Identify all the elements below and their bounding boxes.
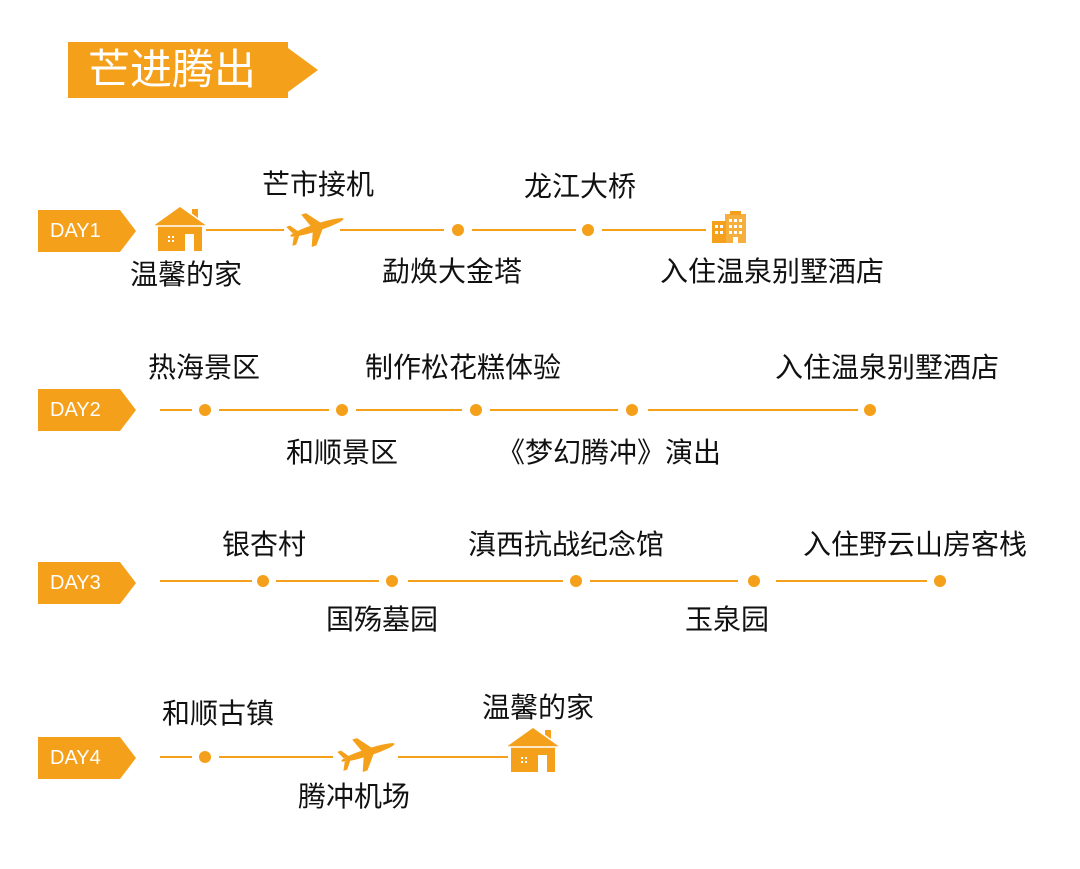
route-line — [340, 229, 444, 231]
route-line — [160, 409, 192, 411]
stop-label: 腾冲机场 — [298, 780, 411, 813]
route-line — [276, 580, 379, 582]
route-line — [408, 580, 563, 582]
stop-label: 入住温泉别墅酒店 — [660, 255, 885, 288]
stop-label: 勐焕大金塔 — [382, 255, 523, 288]
stop-label: 和顺景区 — [286, 436, 399, 469]
route-line — [472, 229, 576, 231]
route-line — [490, 409, 618, 411]
house-icon — [502, 726, 564, 772]
stop-label: 入住野云山房客栈 — [803, 528, 1028, 561]
route-line — [398, 756, 508, 758]
route-dot — [257, 575, 269, 587]
plane-icon — [335, 735, 397, 772]
route-line — [206, 229, 284, 231]
route-dot — [470, 404, 482, 416]
route-line — [219, 409, 329, 411]
route-line — [356, 409, 462, 411]
day-tag: DAY3 — [38, 562, 136, 604]
route-line — [160, 756, 192, 758]
route-dot — [626, 404, 638, 416]
stop-label: 入住温泉别墅酒店 — [775, 351, 1000, 384]
day-tag-label: DAY4 — [50, 747, 101, 769]
day-tag: DAY4 — [38, 737, 136, 779]
stop-label: 制作松花糕体验 — [365, 351, 562, 384]
house-icon — [149, 205, 211, 251]
day-tag-label: DAY1 — [50, 220, 101, 242]
route-line — [648, 409, 858, 411]
route-dot — [582, 224, 594, 236]
route-line — [776, 580, 927, 582]
day-tag: DAY2 — [38, 389, 136, 431]
plane-icon — [284, 210, 346, 247]
hotel-building-icon — [712, 211, 748, 243]
title-banner: 芒进腾出 — [68, 42, 318, 98]
stop-label: 温馨的家 — [130, 258, 243, 291]
route-dot — [386, 575, 398, 587]
itinerary-title: 芒进腾出 — [88, 45, 257, 94]
route-dot — [199, 751, 211, 763]
stop-label: 银杏村 — [222, 528, 307, 561]
day-tag: DAY1 — [38, 210, 136, 252]
route-dot — [864, 404, 876, 416]
stop-label: 芒市接机 — [262, 168, 375, 201]
route-dot — [336, 404, 348, 416]
route-dot — [570, 575, 582, 587]
route-line — [602, 229, 706, 231]
route-line — [160, 580, 252, 582]
route-dot — [452, 224, 464, 236]
route-line — [219, 756, 333, 758]
route-line — [590, 580, 738, 582]
stop-label: 和顺古镇 — [162, 697, 275, 730]
route-dot — [934, 575, 946, 587]
stop-label: 《梦幻腾冲》演出 — [497, 436, 722, 469]
route-dot — [199, 404, 211, 416]
stop-label: 温馨的家 — [482, 691, 595, 724]
day-tag-label: DAY3 — [50, 572, 101, 594]
route-dot — [748, 575, 760, 587]
stop-label: 玉泉园 — [685, 603, 770, 636]
stop-label: 国殇墓园 — [326, 603, 439, 636]
stop-label: 滇西抗战纪念馆 — [468, 528, 665, 561]
stop-label: 热海景区 — [148, 351, 261, 384]
stop-label: 龙江大桥 — [524, 170, 637, 203]
day-tag-label: DAY2 — [50, 399, 101, 421]
